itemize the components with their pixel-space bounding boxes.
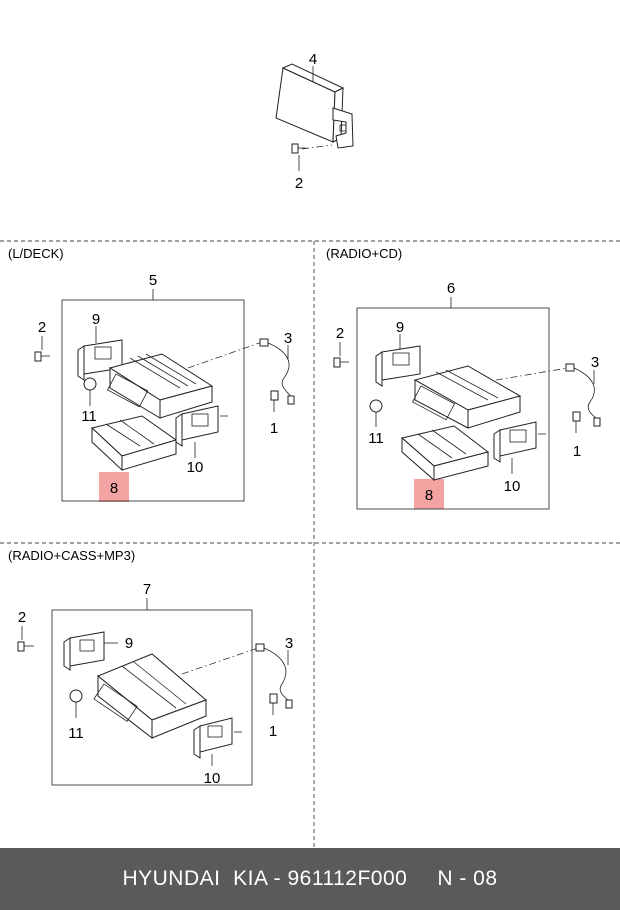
label-9-radio-cass-mp3: 9 [125, 635, 133, 652]
label-11-radio-cass-mp3: 11 [68, 725, 84, 742]
part-4-bracket [275, 63, 354, 149]
leader-3-radio-cd [495, 367, 569, 381]
label-8-radio-cd: 8 [425, 487, 433, 504]
part-9-bracket-radio-cd [375, 334, 421, 387]
label-10-radio-cass-mp3: 10 [204, 770, 221, 787]
part-6-head-unit [412, 365, 522, 429]
label-5: 5 [149, 272, 157, 289]
part-11-knob-radio-cass-mp3 [69, 689, 83, 718]
label-10-radio-cd: 10 [504, 478, 521, 495]
part-3-cable-ldeck [259, 338, 295, 405]
footer-part-number: HYUNDAI KIA - 961112F000 [122, 867, 408, 890]
label-6: 6 [447, 280, 455, 297]
assembly-6-frame [356, 307, 550, 510]
leader-3-radio-cass-mp3 [181, 647, 259, 675]
label-1-radio-cass-mp3: 1 [269, 723, 277, 740]
label-4: 4 [309, 51, 317, 68]
label-11-radio-cd: 11 [368, 430, 384, 447]
label-10-ldeck: 10 [187, 459, 204, 476]
label-2-radio-cass-mp3: 2 [18, 609, 26, 626]
part-2-screw-ldeck [34, 336, 50, 362]
label-3-ldeck: 3 [284, 330, 292, 347]
part-3-cable-radio-cass-mp3 [255, 643, 293, 709]
part-10-bracket-radio-cass-mp3 [193, 717, 242, 766]
part-9-bracket-radio-cass-mp3 [63, 631, 118, 671]
highlight-part-8-radio-cd [414, 479, 444, 509]
part-11-knob-ldeck [83, 377, 97, 406]
footer-bar: HYUNDAI KIA - 961112F000 N - 08 [0, 848, 620, 910]
label-3-radio-cass-mp3: 3 [285, 635, 293, 652]
section-title-radio-cass-mp3: (RADIO+CASS+MP3) [8, 548, 135, 563]
leader-3-ldeck [187, 341, 263, 369]
label-3-radio-cd: 3 [591, 354, 599, 371]
part-10-bracket-ldeck [175, 405, 228, 458]
label-9-ldeck: 9 [92, 311, 100, 328]
part-8-sleeve-ldeck [90, 415, 178, 472]
part-8-sleeve-radio-cd [400, 425, 490, 482]
part-9-bracket-ldeck [77, 326, 123, 381]
section-title-ldeck: (L/DECK) [8, 246, 64, 261]
part-10-bracket-radio-cd [493, 421, 546, 474]
highlight-part-8-ldeck [99, 472, 129, 502]
label-2-ldeck: 2 [38, 319, 46, 336]
part-2-screw-radio-cass-mp3 [17, 626, 34, 652]
part-3-cable-radio-cd [565, 363, 601, 427]
part-1-bolt-ldeck [270, 390, 279, 412]
part-2-screw-radio-cd [333, 342, 349, 368]
label-11-ldeck: 11 [81, 408, 97, 425]
section-title-radio-cd: (RADIO+CD) [326, 246, 402, 261]
parts-diagram: 4 2 (L/DECK) [0, 51, 620, 848]
assembly-7-frame [51, 609, 253, 786]
part-5-head-unit [107, 353, 214, 419]
part-1-bolt-radio-cass-mp3 [269, 693, 278, 715]
footer-page-code: N - 08 [437, 867, 498, 890]
label-2-radio-cd: 2 [336, 325, 344, 342]
label-8-ldeck: 8 [110, 480, 118, 497]
part-11-knob-radio-cd [369, 399, 383, 427]
part-2-screw-top [291, 143, 333, 171]
label-2-top: 2 [295, 175, 303, 192]
label-7: 7 [143, 581, 151, 598]
label-9-radio-cd: 9 [396, 319, 404, 336]
part-7-head-unit [93, 653, 207, 740]
label-1-radio-cd: 1 [573, 443, 581, 460]
part-1-bolt-radio-cd [572, 411, 581, 433]
label-1-ldeck: 1 [270, 420, 278, 437]
